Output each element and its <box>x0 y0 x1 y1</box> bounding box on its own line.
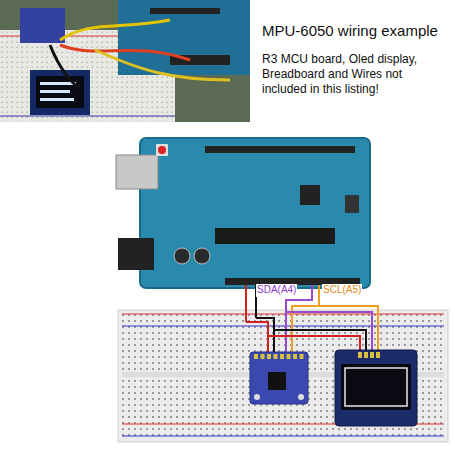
pin <box>376 352 380 358</box>
photo <box>0 0 250 122</box>
pin <box>280 354 284 359</box>
oled-pins <box>358 352 380 358</box>
mpu6050-module <box>250 352 308 404</box>
arduino-board <box>116 138 370 288</box>
title: MPU-6050 wiring example <box>262 22 438 41</box>
pin <box>261 354 265 359</box>
breadboard <box>118 310 448 442</box>
pin <box>358 352 362 358</box>
note: R3 MCU board, Oled display, Breadboard a… <box>262 52 447 97</box>
oled-display <box>335 350 417 426</box>
mpu-pins <box>254 354 304 359</box>
pin <box>287 354 291 359</box>
pin <box>293 354 297 359</box>
wires <box>246 285 378 355</box>
pin <box>370 352 374 358</box>
pin <box>274 354 278 359</box>
signal-label: SDA(A4) <box>256 284 297 297</box>
pin <box>300 354 304 359</box>
pin <box>254 354 258 359</box>
pin <box>364 352 368 358</box>
pin <box>267 354 271 359</box>
signal-label: SCL(A5) <box>322 284 362 297</box>
